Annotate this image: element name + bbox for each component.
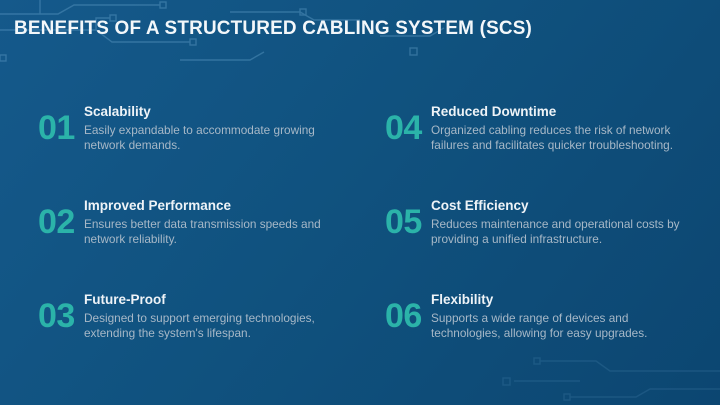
benefit-description: Supports a wide range of devices and tec… xyxy=(431,311,648,340)
circuit-pattern-icon xyxy=(502,357,720,401)
benefit-title: Reduced Downtime xyxy=(431,104,557,119)
benefit-item-cost-efficiency: 05 Cost Efficiency Reduces maintenance a… xyxy=(385,197,685,247)
benefit-description: Ensures better data transmission speeds … xyxy=(84,217,321,246)
benefit-number: 04 xyxy=(385,109,422,147)
benefit-item-scalability: 01 Scalability Easily expandable to acco… xyxy=(38,103,346,153)
benefit-number: 03 xyxy=(38,297,75,335)
benefit-number: 01 xyxy=(38,109,75,147)
benefit-item-improved-performance: 02 Improved Performance Ensures better d… xyxy=(38,197,346,247)
page-title: BENEFITS OF A STRUCTURED CABLING SYSTEM … xyxy=(14,17,533,39)
benefit-title: Future-Proof xyxy=(84,292,166,307)
benefit-description: Easily expandable to accommodate growing… xyxy=(84,123,315,152)
benefit-item-future-proof: 03 Future-Proof Designed to support emer… xyxy=(38,291,346,341)
benefit-title: Flexibility xyxy=(431,292,494,307)
benefit-title: Scalability xyxy=(84,104,151,119)
benefit-number: 05 xyxy=(385,203,422,241)
benefit-description: Designed to support emerging technologie… xyxy=(84,311,315,340)
benefit-title: Cost Efficiency xyxy=(431,198,529,213)
benefit-item-reduced-downtime: 04 Reduced Downtime Organized cabling re… xyxy=(385,103,685,153)
benefits-column-left: 01 Scalability Easily expandable to acco… xyxy=(38,103,346,341)
benefit-number: 06 xyxy=(385,297,422,335)
benefits-column-right: 04 Reduced Downtime Organized cabling re… xyxy=(385,103,685,341)
benefit-description: Organized cabling reduces the risk of ne… xyxy=(431,123,673,152)
benefit-number: 02 xyxy=(38,203,75,241)
benefits-grid: 01 Scalability Easily expandable to acco… xyxy=(38,103,685,341)
benefit-title: Improved Performance xyxy=(84,198,232,213)
benefit-item-flexibility: 06 Flexibility Supports a wide range of … xyxy=(385,291,685,341)
benefit-description: Reduces maintenance and operational cost… xyxy=(431,217,680,246)
